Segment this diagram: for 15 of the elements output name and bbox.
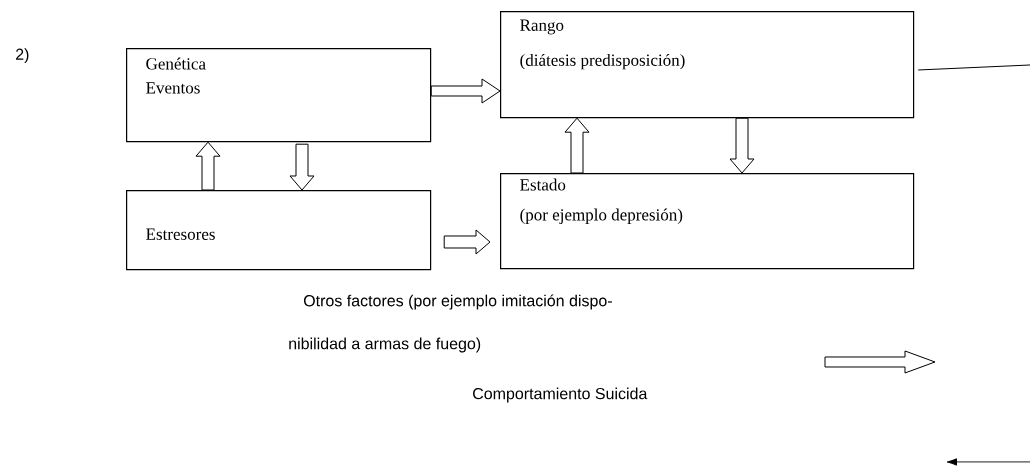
list-number: 2) — [16, 48, 29, 64]
block-arrow — [289, 143, 315, 191]
connector-line — [917, 64, 1030, 71]
block-arrow — [564, 117, 590, 174]
process-box: Estado (por ejemplo depresión) — [500, 173, 915, 270]
block-arrow — [729, 117, 755, 174]
block-arrow — [195, 141, 221, 191]
block-arrow — [430, 78, 501, 104]
outcome-label: Comportamiento Suicida — [473, 387, 648, 403]
note-text: Otros factores (por ejemplo imitación dispo- — [303, 294, 612, 310]
process-box: Genética Eventos — [126, 48, 432, 143]
note-text: nibilidad a armas de fuego) — [289, 337, 481, 353]
process-box: Estresores — [126, 190, 432, 271]
process-box: Rango (diátesis predisposición) — [500, 11, 915, 119]
block-arrow — [443, 229, 491, 255]
